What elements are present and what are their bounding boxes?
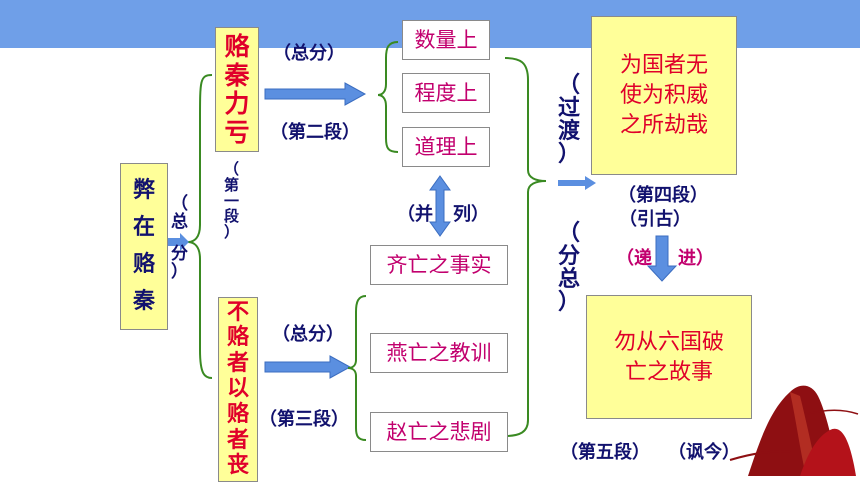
branch-a-label-top: （总分） [273, 43, 345, 64]
items-b-left-brace [347, 295, 367, 441]
item-box: 程度上 [402, 73, 490, 113]
branch-b-label-side: （第三段） [259, 409, 349, 430]
item-box: 数量上 [402, 20, 490, 60]
items-a-left-brace [377, 41, 399, 153]
dijin-left: （递 [616, 248, 652, 269]
guodu-label: （ 过 渡 ） [558, 73, 581, 168]
section-four-label: （第四段） [618, 185, 708, 206]
branch-a-vertical-note: （ 第 一 段 ） [224, 160, 240, 241]
root-arrow [167, 233, 189, 251]
branch-a-arrow [264, 82, 367, 106]
section-five-label: （第五段） [560, 442, 650, 463]
right-brace [504, 57, 547, 437]
root-char: 赂 [132, 252, 155, 278]
root-brace [187, 74, 213, 379]
root-sub-label: （ 总 分 ） [171, 194, 188, 282]
item-box: 道理上 [402, 127, 490, 167]
item-box: 燕亡之教训 [370, 333, 508, 373]
dijin-arrow [646, 235, 678, 282]
root-box: 弊 在 赂 秦 [120, 163, 168, 330]
item-box: 赵亡之悲剧 [370, 412, 508, 452]
root-char: 秦 [132, 289, 155, 315]
branch-b-box: 不 赂 者 以 赂 者 丧 [218, 297, 258, 482]
warning-box: 勿从六国破 亡之故事 [586, 295, 752, 419]
fengjin-label: （讽今） [668, 442, 740, 463]
fenzong-label: （ 分 总 ） [558, 221, 581, 316]
branch-a-label-side: （第二段） [270, 122, 360, 143]
binglie-left: （并 [397, 204, 433, 225]
double-arrow [429, 175, 451, 237]
binglie-right: 列） [453, 204, 489, 225]
branch-a-box: 赂 秦 力 亏 [215, 27, 259, 152]
item-box: 齐亡之事实 [370, 245, 508, 285]
branch-b-arrow [264, 355, 352, 379]
branch-b-label-top: （总分） [272, 324, 344, 345]
dijin-right: 进） [678, 248, 714, 269]
conclusion-box: 为国者无 使为积威 之所劫哉 [591, 16, 737, 175]
mountain-decoration [729, 385, 859, 476]
root-char: 弊 [132, 177, 155, 203]
root-char: 在 [132, 214, 155, 240]
to-box-arrow [558, 176, 596, 190]
yingu-label: （引古） [619, 209, 691, 230]
